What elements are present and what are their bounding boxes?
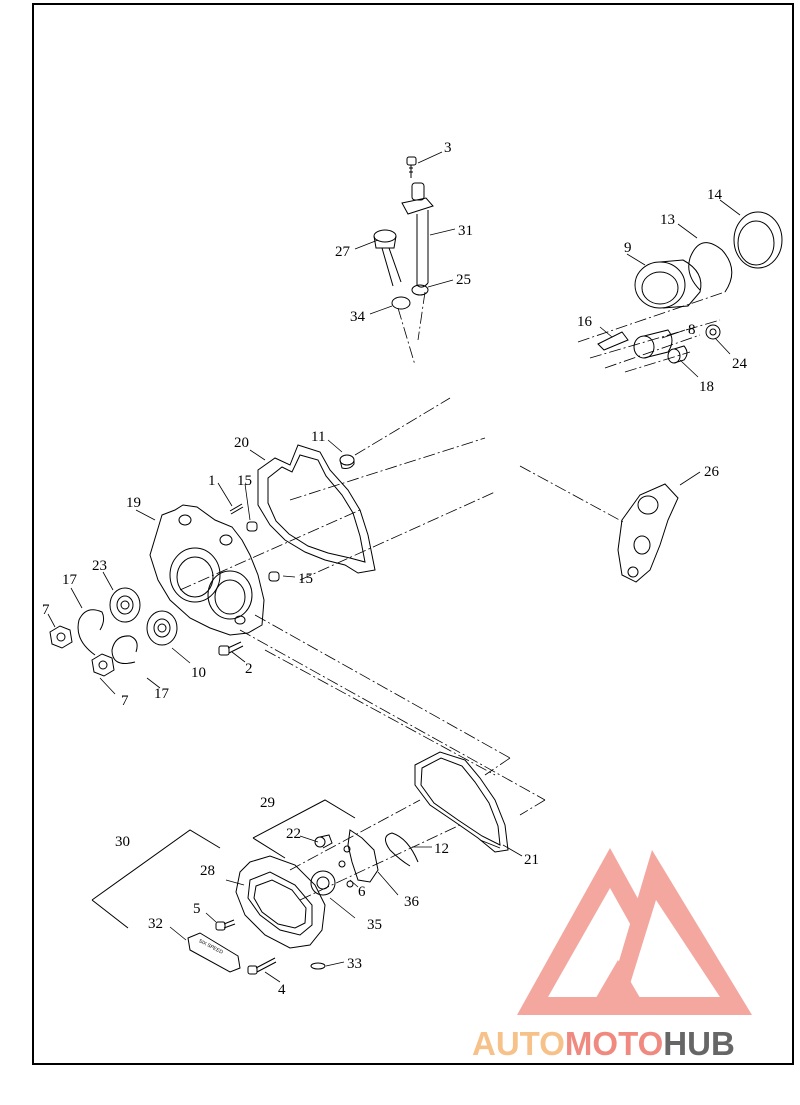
- part-17-ring-b: [111, 635, 138, 664]
- callout-6: 6: [358, 884, 366, 900]
- callout-25: 25: [456, 272, 471, 288]
- callout-17a: 17: [62, 572, 78, 588]
- part-22-fitting: [314, 834, 333, 849]
- callout-28: 28: [200, 863, 215, 879]
- part-8-needle-bearing: [633, 329, 673, 359]
- callout-13: 13: [660, 212, 675, 228]
- part-15-plug-a: [246, 521, 258, 532]
- part-12-retaining-ring: [385, 832, 419, 867]
- watermark-logo-icon: [517, 848, 752, 1015]
- svg-text:SIX SPEED: SIX SPEED: [198, 938, 225, 956]
- bracket-30: [91, 829, 221, 929]
- callout-18: 18: [699, 379, 714, 395]
- center-lines: [179, 291, 726, 901]
- part-24-nut: [705, 324, 721, 340]
- callout-24: 24: [732, 356, 748, 372]
- part-28-side-cover: [235, 855, 326, 949]
- callout-27: 27: [335, 244, 351, 260]
- part-23-bearing: [109, 587, 141, 623]
- callout-29: 29: [260, 795, 275, 811]
- part-3-screw: [406, 156, 417, 178]
- part-4-bolt: [247, 957, 277, 975]
- callout-32: 32: [148, 916, 163, 932]
- callout-14: 14: [707, 187, 723, 203]
- callout-30: 30: [115, 834, 130, 850]
- callout-3: 3: [444, 140, 452, 156]
- part-15-plug-b: [268, 571, 280, 582]
- part-34-oring: [391, 296, 411, 310]
- callout-20: 20: [234, 435, 249, 451]
- part-36-detent-parts: [338, 845, 354, 888]
- callout-35: 35: [367, 917, 382, 933]
- part-25-oring: [411, 284, 429, 296]
- callout-4: 4: [278, 982, 286, 998]
- part-35-seal: [310, 870, 336, 896]
- part-21-gasket: [414, 751, 509, 853]
- part-10-bearing: [146, 610, 178, 646]
- callout-9: 9: [624, 240, 632, 256]
- callout-34: 34: [350, 309, 366, 325]
- part-9-housing: [634, 259, 702, 309]
- callout-10: 10: [191, 665, 206, 681]
- part-6-shift-cam: [347, 829, 379, 883]
- callout-17b: 17: [154, 686, 170, 702]
- callout-1: 1: [208, 473, 216, 489]
- part-31-shift-shaft: [401, 182, 434, 288]
- part-14-seal: [733, 211, 783, 269]
- callout-23: 23: [92, 558, 107, 574]
- callout-36: 36: [404, 894, 420, 910]
- part-26-gasket: [617, 483, 679, 583]
- callout-15a: 15: [237, 473, 252, 489]
- part-20-gasket: [257, 444, 376, 574]
- part-7-nut-a: [49, 625, 73, 649]
- part-18-bushing: [667, 345, 688, 364]
- callout-labels: 3 31 27 25 34 14 13 9 16 8 24 18 11 20 1…: [42, 140, 748, 998]
- callout-21: 21: [524, 852, 539, 868]
- callout-16: 16: [577, 314, 593, 330]
- callout-12: 12: [434, 841, 449, 857]
- watermark-moto: MOTO: [565, 1025, 663, 1062]
- bracket-29: [252, 799, 356, 859]
- callout-26: 26: [704, 464, 720, 480]
- part-19-transmission-door: [149, 504, 265, 636]
- callout-15b: 15: [298, 571, 313, 587]
- part-32-badge: SIX SPEED: [187, 932, 241, 973]
- callout-2: 2: [245, 661, 253, 677]
- watermark-text: AUTOMOTOHUB: [472, 1025, 735, 1062]
- leader-lines: [47, 151, 741, 983]
- watermark-hub: HUB: [663, 1025, 735, 1062]
- part-5-screw: [215, 919, 236, 931]
- part-33-oring: [310, 962, 326, 970]
- part-1-fitting: [229, 503, 244, 515]
- part-27-plug: [373, 229, 402, 287]
- part-7-nut-b: [91, 653, 115, 677]
- callout-8: 8: [688, 322, 696, 338]
- part-13-retaining-ring: [688, 242, 733, 293]
- part-16-pin: [597, 331, 629, 351]
- callout-5: 5: [193, 901, 201, 917]
- callout-7b: 7: [121, 693, 129, 709]
- callout-31: 31: [458, 223, 473, 239]
- callout-11: 11: [311, 429, 325, 445]
- part-2-bolt: [218, 641, 244, 656]
- watermark-auto: AUTO: [472, 1025, 565, 1062]
- part-11-dowel: [339, 454, 355, 469]
- callout-7a: 7: [42, 602, 50, 618]
- callout-19: 19: [126, 495, 141, 511]
- callout-33: 33: [347, 956, 362, 972]
- callout-22: 22: [286, 826, 301, 842]
- part-17-ring-a: [77, 609, 105, 656]
